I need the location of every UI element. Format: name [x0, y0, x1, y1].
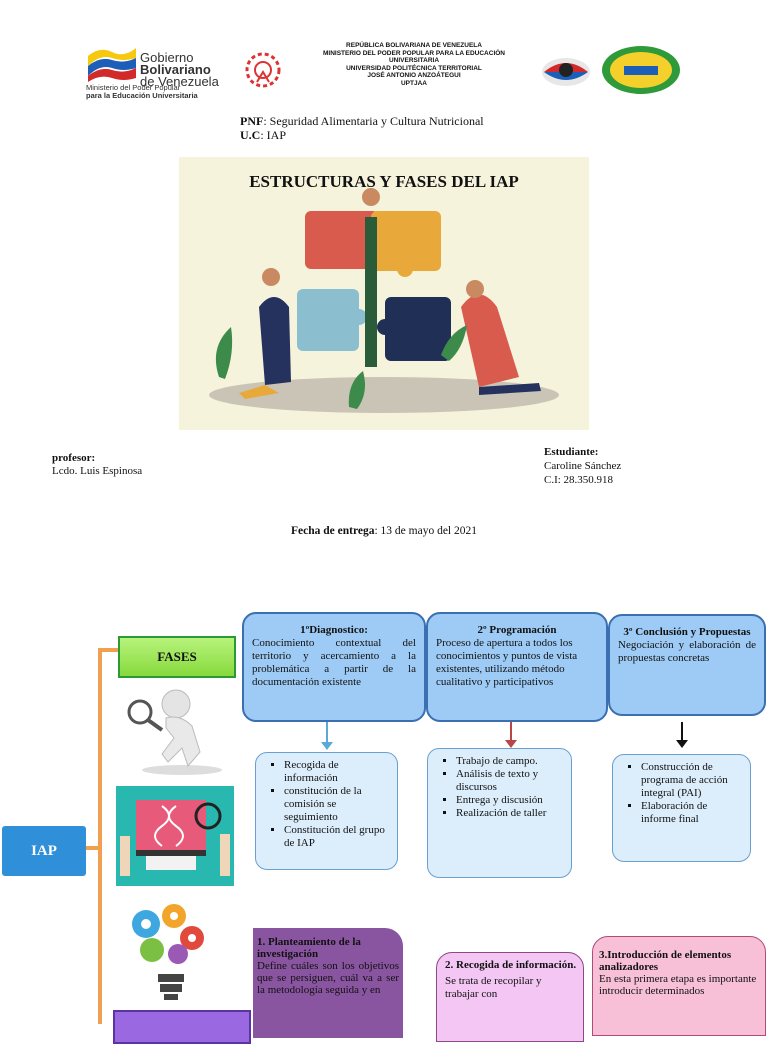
stage-title: 1. Planteamiento de la investigación — [257, 936, 361, 960]
list-item: Construcción de programa de acción integ… — [641, 761, 744, 800]
stage-recogida: 2. Recogida de información. Se trata de … — [436, 952, 584, 1042]
stage-description: Define cuáles son los objetivos que se p… — [257, 960, 399, 996]
header-line: UNIVERSITARIA — [388, 57, 440, 64]
fases-node: FASES — [118, 636, 236, 678]
phase-items-conclusion: Construcción de programa de acción integ… — [612, 754, 751, 862]
ministerio-line1: Ministerio del Poder Popular — [86, 83, 181, 92]
arrow-down-icon — [505, 740, 517, 748]
ministerio-line2: para la Educación Universitaria — [86, 91, 198, 100]
tree-connector — [98, 648, 102, 1024]
phase-diagnostico: 1ºDiagnostico: Conocimiento contextual d… — [242, 612, 426, 722]
stage-planteamiento: 1. Planteamiento de la investigación Def… — [253, 928, 403, 1038]
arrow-down — [681, 722, 683, 742]
estudiante-ci: C.I: 28.350.918 — [544, 474, 614, 486]
pnf-value: : Seguridad Alimentaria y Cultura Nutric… — [263, 114, 484, 128]
gobierno-line3: de Venezuela — [140, 74, 219, 89]
arrow-down-icon — [321, 742, 333, 750]
phase-description: Proceso de apertura a todos los conocimi… — [436, 637, 578, 688]
ministerio-text: Ministerio del Poder Popular para la Edu… — [86, 84, 198, 100]
gears-bulb-icon — [132, 904, 204, 1000]
magnifier-person-icon — [127, 689, 222, 775]
university-logo-icon — [245, 52, 281, 88]
pnf-info: PNF: Seguridad Alimentaria y Cultura Nut… — [240, 114, 484, 142]
arrow-down — [510, 722, 512, 742]
gobierno-line2: Bolivariano — [140, 62, 211, 77]
phase-items-diagnostico: Recogida de información constitución de … — [255, 752, 398, 870]
venezuela-flag-icon — [88, 48, 136, 82]
header-line: UNIVERSIDAD POLITÉCNICA TERRITORIAL — [346, 64, 482, 72]
estudiante-label: Estudiante: — [544, 446, 599, 458]
list-item: Constitución del grupo de IAP — [284, 824, 391, 850]
profesor-block: profesor: Lcdo. Luis Espinosa — [52, 452, 142, 478]
list-item: constitución de la comisión se seguimien… — [284, 785, 391, 824]
list-item: Elaboración de informe final — [641, 800, 744, 826]
list-item: Análisis de texto y discursos — [456, 768, 565, 794]
header-line: REPÚBLICA BOLIVARIANA DE VENEZUELA — [346, 42, 482, 49]
page-title: ESTRUCTURAS Y FASES DEL IAP — [249, 172, 519, 191]
header-line: UPTJAA — [400, 79, 427, 87]
stage-title: 2. Recogida de información. — [445, 959, 577, 971]
profesor-name: Lcdo. Luis Espinosa — [52, 465, 143, 477]
stage-description: Se trata de recopilar y trabajar con — [445, 975, 542, 1000]
phase-programacion: 2º Programación Proceso de apertura a to… — [426, 612, 608, 722]
pnf-label: PNF — [240, 114, 264, 128]
phase-title: 1ºDiagnostico: — [300, 624, 368, 636]
uc-line: U.C: IAP — [240, 128, 484, 142]
estructura-node — [113, 1010, 251, 1044]
iap-root-node: IAP — [2, 826, 86, 876]
uc-value: : IAP — [260, 128, 287, 142]
uptjaa-emblem-icon — [602, 46, 680, 94]
gobierno-logo-text: Gobierno Bolivariano de Venezuela — [140, 50, 219, 89]
phase-description: Conocimiento contextual del territorio y… — [252, 637, 416, 688]
dna-screen-icon — [116, 786, 234, 886]
uc-label: U.C — [240, 128, 261, 142]
phase-description: Negociación y elaboración de propuestas … — [618, 639, 756, 664]
pnf-line: PNF: Seguridad Alimentaria y Cultura Nut… — [240, 114, 484, 128]
institution-header: REPÚBLICA BOLIVARIANA DE VENEZUELA MINIS… — [292, 42, 536, 87]
stage-introduccion: 3.Introducción de elementos analizadores… — [592, 936, 766, 1036]
list-item: Realización de taller — [456, 807, 565, 820]
list-item: Recogida de información — [284, 759, 391, 785]
estudiante-block: Estudiante: Caroline Sánchez C.I: 28.350… — [544, 445, 621, 487]
stage-title: 3.Introducción de elementos analizadores — [599, 949, 732, 973]
header-line: MINISTERIO DEL PODER POPULAR PARA LA EDU… — [322, 49, 505, 57]
fecha-label: Fecha de entrega — [291, 525, 375, 537]
header-line: JOSÉ ANTONIO ANZOÁTEGUI — [367, 72, 461, 79]
tree-connector — [86, 846, 102, 850]
list-item: Trabajo de campo. — [456, 755, 565, 768]
stage-description: En esta primera etapa es importante intr… — [599, 973, 757, 997]
gobierno-line1: Gobierno — [140, 50, 194, 65]
phase-title: 2º Programación — [477, 624, 557, 636]
cover-illustration — [179, 157, 589, 430]
estudiante-name: Caroline Sánchez — [544, 460, 622, 472]
puzzle-teamwork-icon — [209, 188, 559, 413]
fecha-value: : 13 de mayo del 2021 — [374, 525, 477, 537]
arrow-down — [326, 722, 328, 744]
fecha-entrega: Fecha de entrega: 13 de mayo del 2021 — [0, 525, 768, 537]
list-item: Entrega y discusión — [456, 794, 565, 807]
phase-title: 3º Conclusión y Propuestas — [623, 626, 751, 638]
tree-connector — [98, 648, 118, 652]
phase-conclusion: 3º Conclusión y Propuestas Negociación y… — [608, 614, 766, 716]
arrow-down-icon — [676, 740, 688, 748]
profesor-label: profesor: — [52, 452, 96, 464]
phase-items-programacion: Trabajo de campo. Análisis de texto y di… — [427, 748, 572, 878]
sede-logo-icon — [542, 58, 590, 86]
